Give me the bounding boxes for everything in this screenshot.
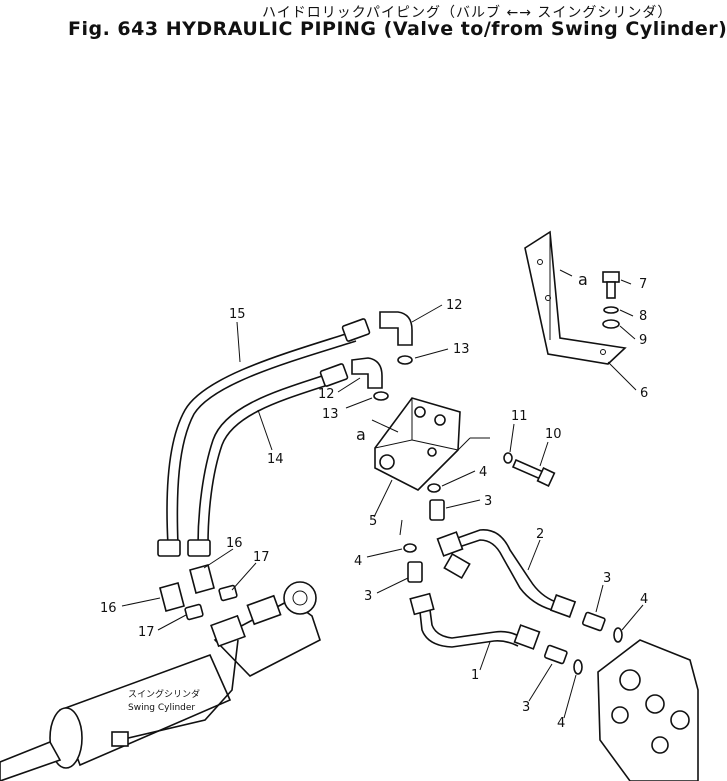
o-ring-4-left <box>403 543 417 553</box>
figure-title: Fig. 643 HYDRAULIC PIPING (Valve to/from… <box>68 18 727 40</box>
title-japanese: ハイドロリックパイピング（バルブ ←→ スイングシリンダ） <box>262 5 673 21</box>
callout-7: 7 <box>639 277 647 292</box>
callout-4-right-lower: 4 <box>557 716 565 731</box>
callout-a-bracket: a <box>578 270 588 289</box>
callout-4-right-upper: 4 <box>640 592 648 607</box>
callout-12-lower: 12 <box>318 387 335 402</box>
washer-8 <box>603 306 619 314</box>
o-ring-4-right-upper <box>613 627 623 643</box>
callout-6: 6 <box>640 386 648 401</box>
connector-3-left <box>403 543 423 583</box>
callout-5: 5 <box>369 514 377 529</box>
callout-11: 11 <box>511 409 528 424</box>
callout-10: 10 <box>545 427 562 442</box>
o-ring-13-upper <box>397 355 413 365</box>
elbow-16-left <box>159 582 185 612</box>
pipe-2 <box>436 529 577 618</box>
elbow-16-right <box>189 564 215 594</box>
callout-3-left: 3 <box>364 589 372 604</box>
callout-9: 9 <box>639 333 647 348</box>
callout-4-left: 4 <box>354 554 362 569</box>
swing-valve-body <box>597 639 699 781</box>
callout-2: 2 <box>536 527 544 542</box>
callout-3-right-lower: 3 <box>522 700 530 715</box>
callout-13-upper: 13 <box>453 342 470 357</box>
connector-3-right-upper <box>581 611 623 643</box>
o-ring-4-right-lower <box>573 659 583 675</box>
callout-17-right: 17 <box>253 550 270 565</box>
callout-12-upper: 12 <box>446 298 463 313</box>
o-ring-4-valve <box>427 483 441 493</box>
callout-14: 14 <box>267 452 284 467</box>
callout-1: 1 <box>471 668 479 683</box>
bolt-10 <box>511 458 556 487</box>
elbow-fitting-12-upper <box>379 311 413 346</box>
callout-3-valve: 3 <box>484 494 492 509</box>
hose-15 <box>157 318 371 557</box>
washer-11 <box>503 452 513 464</box>
elbow-fitting-12-lower <box>351 357 383 389</box>
callout-a-valve: a <box>356 425 366 444</box>
reference-arrow-a-bracket <box>559 269 573 277</box>
callout-16-right: 16 <box>226 536 243 551</box>
reference-arrow-a-valve <box>371 419 399 433</box>
valve-block-5 <box>374 397 461 491</box>
connector-17-left <box>184 603 204 621</box>
leader-lines <box>121 279 644 719</box>
callout-16-left: 16 <box>100 601 117 616</box>
callout-8: 8 <box>639 309 647 324</box>
hose-14 <box>187 363 349 557</box>
callout-3-right-upper: 3 <box>603 571 611 586</box>
hydraulic-piping-diagram: 15 14 12 13 12 13 a 5 11 10 a 7 8 9 6 4 … <box>0 230 699 781</box>
callout-13-lower: 13 <box>322 407 339 422</box>
swing-cylinder-label-en: Swing Cylinder <box>128 703 195 713</box>
o-ring-13-lower <box>373 391 389 401</box>
connector-3-right-lower <box>543 644 583 675</box>
pipe-1 <box>409 592 541 650</box>
bolt-7 <box>602 271 620 299</box>
callout-17-left: 17 <box>138 625 155 640</box>
washer-9 <box>602 319 620 329</box>
swing-cylinder <box>0 581 321 781</box>
bracket-6 <box>524 230 627 365</box>
callout-15: 15 <box>229 307 246 322</box>
connector-3-valve <box>427 483 445 521</box>
swing-cylinder-label-jp: スイングシリンダ <box>128 688 200 700</box>
callout-4-valve: 4 <box>479 465 487 480</box>
